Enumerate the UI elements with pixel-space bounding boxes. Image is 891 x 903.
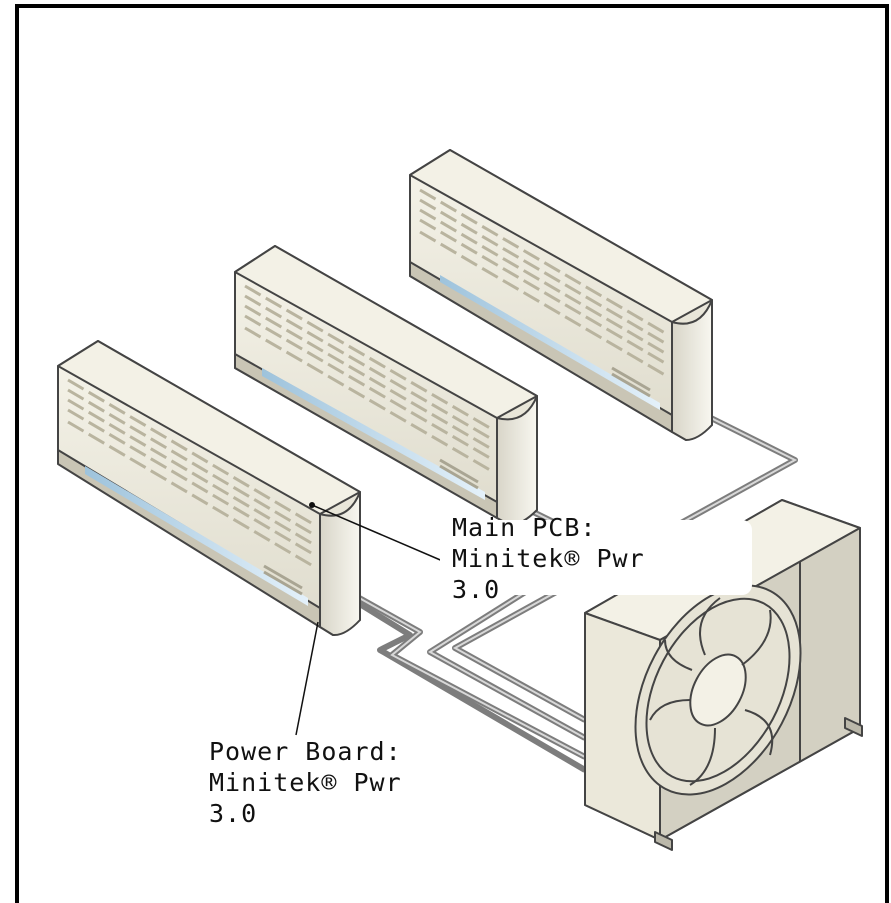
fan-icon (634, 584, 802, 796)
indoor-unit-front (57, 340, 361, 637)
power-board-callout: Power Board: Minitek® Pwr 3.0 (209, 737, 402, 828)
indoor-unit-middle (234, 245, 538, 526)
power-board-leader-line (295, 621, 319, 736)
indoor-unit-back (409, 149, 713, 441)
main-pcb-leader-line (311, 504, 446, 563)
main-pcb-label-box (440, 520, 752, 595)
main-pcb-callout: Main PCB: Minitek® Pwr 3.0 (452, 513, 645, 604)
